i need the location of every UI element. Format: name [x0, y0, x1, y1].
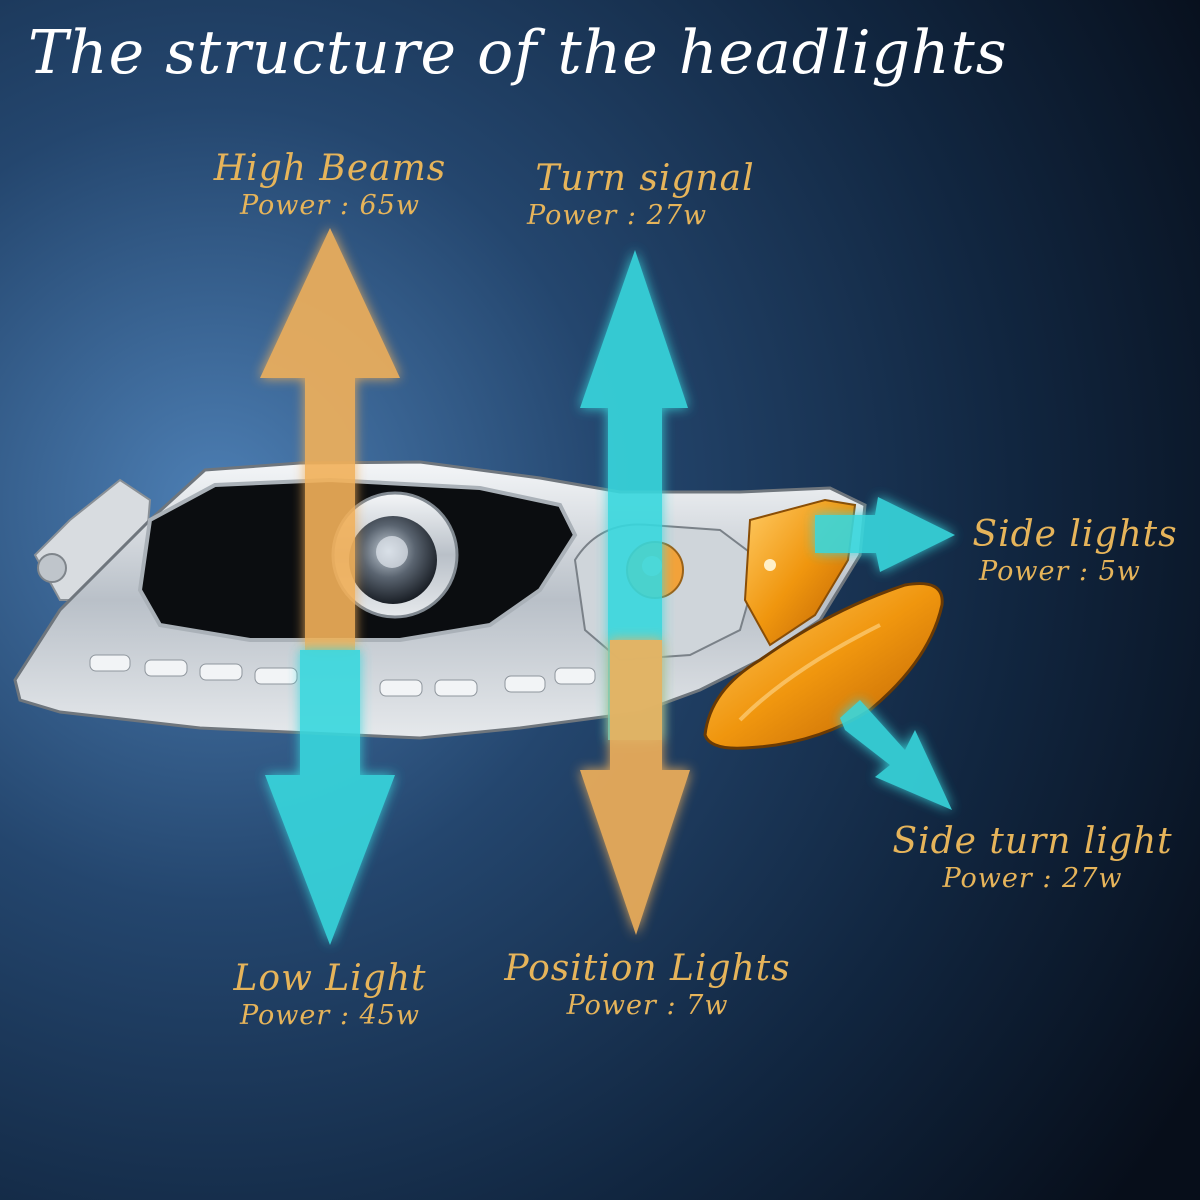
turn-signal-arrow	[580, 250, 688, 740]
high-beams-power: Power : 65w	[239, 190, 421, 221]
low-light-arrow	[265, 650, 395, 945]
low-light-name: Low Light	[233, 958, 427, 999]
position-lights-name: Position Lights	[504, 948, 791, 989]
high-beams-name: High Beams	[213, 148, 447, 189]
turn-signal-power: Power : 27w	[527, 200, 708, 231]
side-turn-light-power: Power : 27w	[942, 863, 1123, 894]
position-lights-power: Power : 7w	[566, 990, 729, 1021]
high-beams-arrow	[260, 228, 400, 650]
side-lights-name: Side lights	[972, 514, 1178, 555]
side-lights-arrow	[815, 497, 955, 572]
position-lights-arrow	[580, 640, 690, 935]
low-light-label: Low Light Power : 45w	[190, 958, 470, 1032]
side-turn-light-arrow	[840, 700, 952, 810]
high-beams-label: High Beams Power : 65w	[190, 148, 470, 222]
side-lights-power: Power : 5w	[979, 556, 1141, 587]
side-turn-light-name: Side turn light	[892, 821, 1173, 862]
turn-signal-name: Turn signal	[535, 158, 755, 199]
side-lights-label: Side lights Power : 5w	[955, 514, 1195, 588]
led-drl-strip	[89, 654, 596, 697]
position-lights-label: Position Lights Power : 7w	[480, 948, 815, 1022]
page-title: The structure of the headlights	[28, 18, 1008, 88]
side-turn-light-label: Side turn light Power : 27w	[870, 821, 1195, 895]
turn-signal-label: Turn signal Power : 27w	[505, 158, 785, 232]
low-light-power: Power : 45w	[239, 1000, 421, 1031]
side-turn-lamp	[703, 582, 944, 750]
